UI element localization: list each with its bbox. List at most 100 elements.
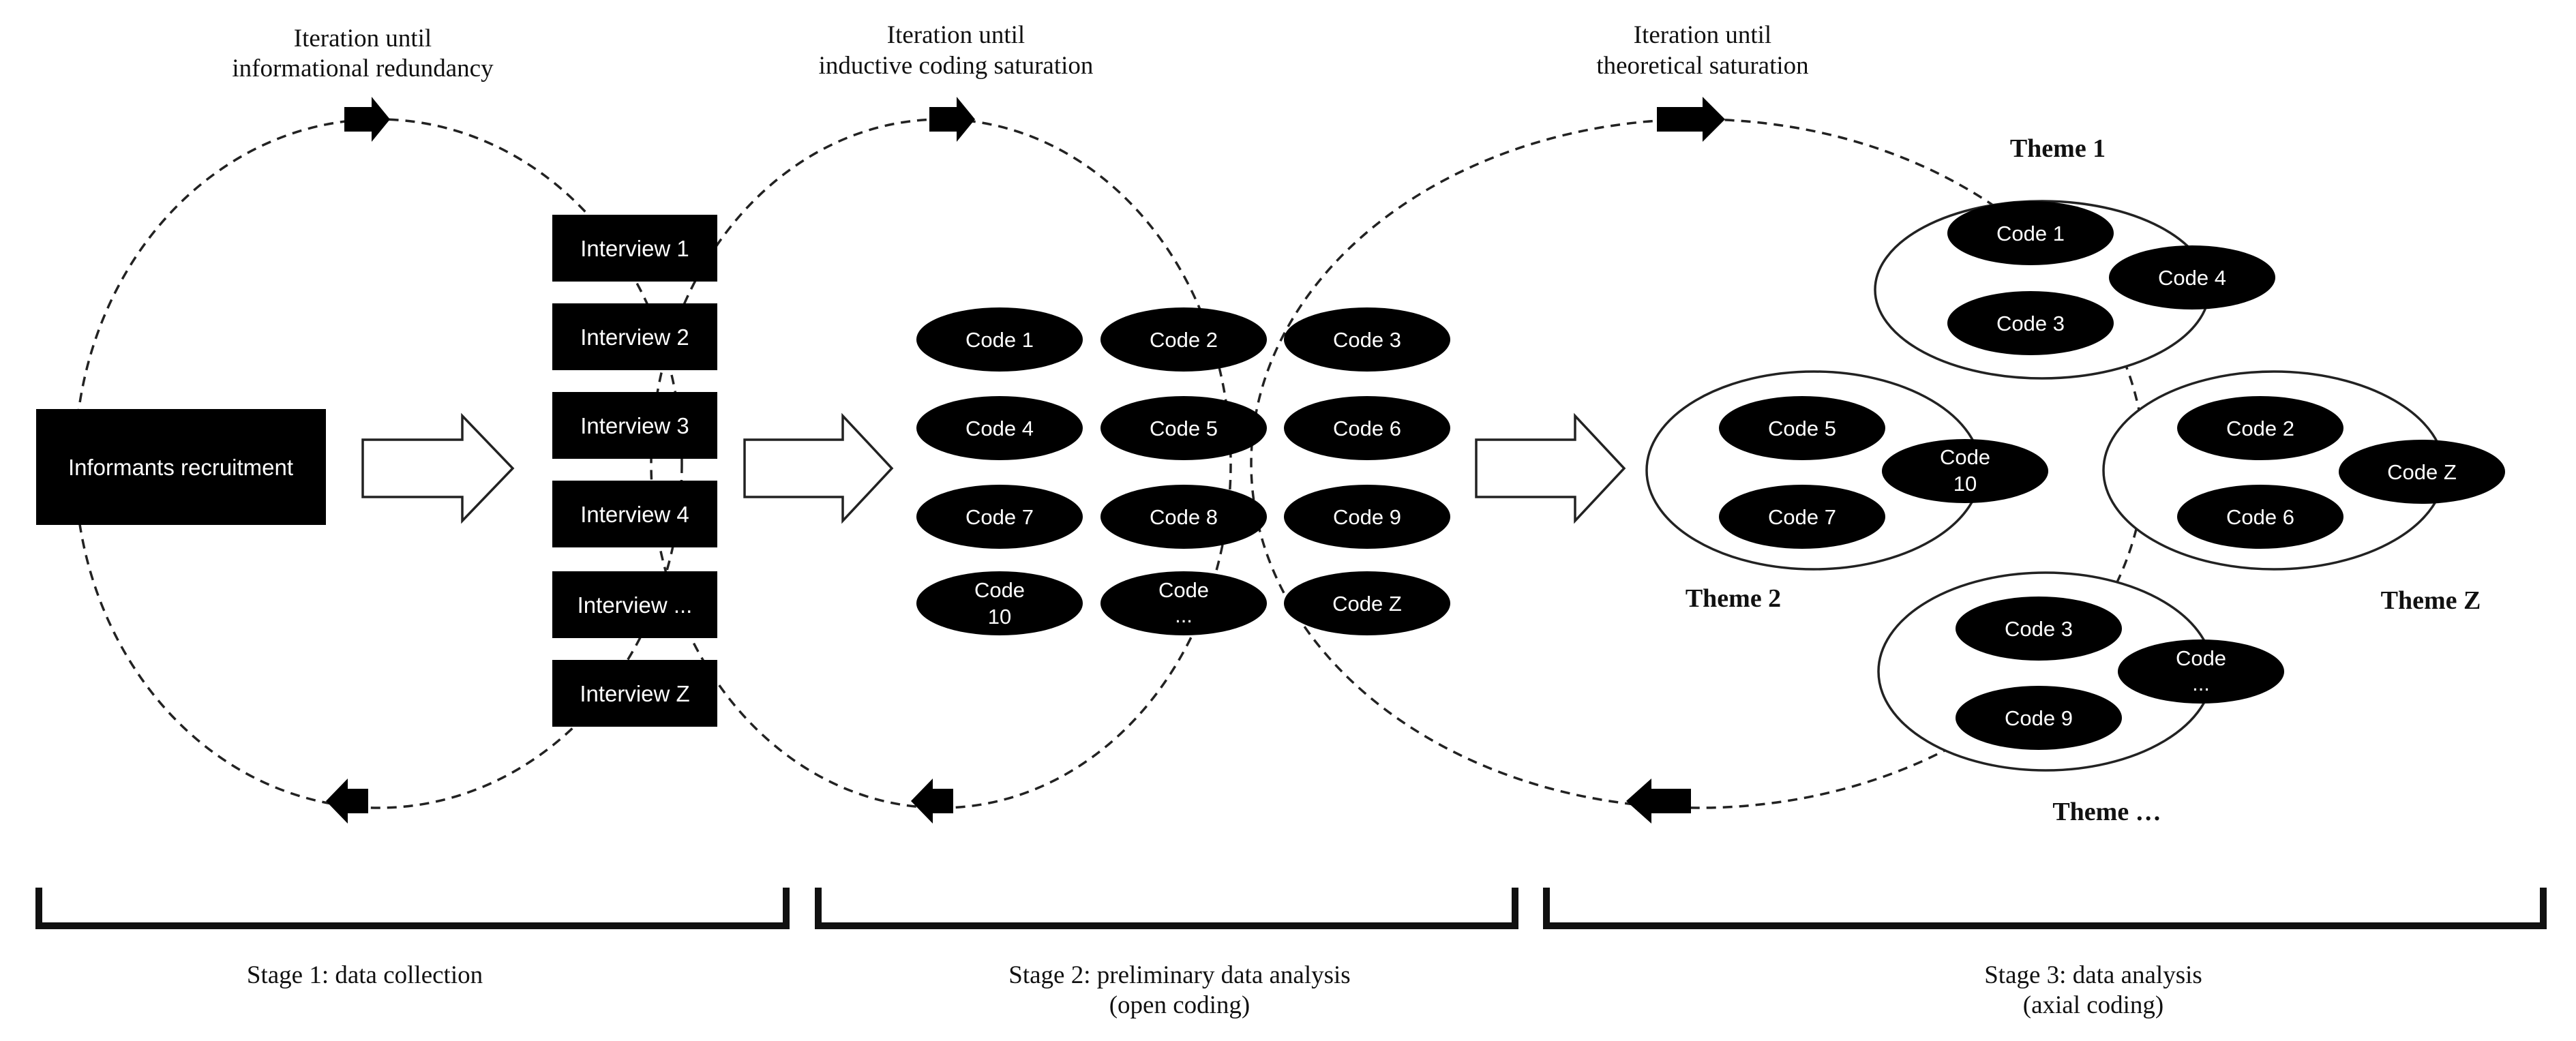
interview-box: Interview ... bbox=[552, 571, 717, 638]
code-oval: Code 6 bbox=[2177, 485, 2343, 549]
iteration-label-3-line2: theoretical saturation bbox=[1596, 52, 1808, 80]
code-oval: Code 1 bbox=[916, 307, 1083, 372]
code-label: Code Z bbox=[2387, 460, 2457, 484]
theme-2-label: Theme 2 bbox=[1686, 584, 1781, 613]
code-oval: Code 7 bbox=[1719, 485, 1885, 549]
stage-3-bracket bbox=[1543, 888, 2547, 929]
code-oval: Code Z bbox=[1284, 571, 1450, 635]
code-label: Code 8 bbox=[1150, 505, 1218, 529]
code-oval: Code 4 bbox=[916, 396, 1083, 460]
code-label-line2: ... bbox=[1175, 603, 1193, 627]
code-label: Code 4 bbox=[2158, 266, 2226, 290]
interview-box: Interview 2 bbox=[552, 303, 717, 370]
code-oval: Code 3 bbox=[1956, 597, 2122, 661]
code-label: Code bbox=[974, 578, 1025, 602]
flow-arrow-2-icon bbox=[743, 412, 894, 524]
code-oval: Code 10 bbox=[1882, 439, 2048, 503]
interview-list: Interview 1 Interview 2 Interview 3 Inte… bbox=[552, 215, 717, 727]
stage-1-bracket bbox=[35, 888, 790, 929]
stage-2-bracket bbox=[815, 888, 1518, 929]
stage-2-label-line2: (open coding) bbox=[1109, 991, 1250, 1019]
code-label: Code 2 bbox=[1150, 328, 1218, 352]
theme-1-label: Theme 1 bbox=[2010, 134, 2106, 163]
iteration-label-3-line1: Iteration until bbox=[1634, 21, 1771, 49]
interview-box: Interview 3 bbox=[552, 392, 717, 459]
informants-recruitment-label: Informants recruitment bbox=[68, 455, 293, 480]
code-label: Code 9 bbox=[1333, 505, 1401, 529]
code-oval: Code 5 bbox=[1100, 396, 1267, 460]
loop-2-back-arrow-icon bbox=[911, 779, 953, 824]
code-oval: Code 8 bbox=[1100, 485, 1267, 549]
loop-3-forward-arrow-icon bbox=[1657, 97, 1725, 142]
code-label: Code 3 bbox=[2005, 617, 2073, 641]
theme-z-label: Theme Z bbox=[2381, 586, 2481, 615]
loop-1-back-arrow-icon bbox=[326, 779, 368, 824]
interview-label: Interview 2 bbox=[580, 325, 689, 350]
code-label: Code 5 bbox=[1150, 417, 1218, 440]
code-label: Code 7 bbox=[965, 505, 1034, 529]
code-label: Code 4 bbox=[965, 417, 1034, 440]
stage-3-label-line2: (axial coding) bbox=[2023, 991, 2164, 1019]
iteration-label-1-line1: Iteration until bbox=[294, 25, 432, 52]
theme-2-group: Theme 2 Code 5 Code 10 Code 7 bbox=[1645, 370, 2048, 613]
code-label: Code 1 bbox=[1996, 222, 2065, 245]
flow-arrow-3-icon bbox=[1475, 412, 1626, 524]
interview-box: Interview Z bbox=[552, 660, 717, 727]
code-oval: Code ... bbox=[1100, 571, 1267, 635]
code-label: Code Z bbox=[1332, 592, 1402, 616]
iteration-label-2: Iteration until inductive coding saturat… bbox=[819, 21, 1094, 80]
open-code-grid: Code 1 Code 2 Code 3 Code 4 Code 5 Code … bbox=[916, 307, 1450, 635]
theme-z-group: Theme Z Code 2 Code Z Code 6 bbox=[2102, 370, 2505, 615]
code-oval: Code 5 bbox=[1719, 396, 1885, 460]
code-label-line2: 10 bbox=[988, 605, 1011, 629]
code-label: Code bbox=[2176, 646, 2226, 670]
iteration-loop-2 bbox=[650, 118, 1232, 809]
code-label: Code bbox=[1940, 445, 1990, 469]
code-oval: Code ... bbox=[2118, 639, 2284, 704]
code-label: Code 3 bbox=[1333, 328, 1401, 352]
stage-2-label: Stage 2: preliminary data analysis (open… bbox=[1008, 961, 1350, 1019]
code-oval: Code 10 bbox=[916, 571, 1083, 635]
code-label: Code 7 bbox=[1768, 505, 1836, 529]
code-label: Code bbox=[1158, 578, 1209, 602]
interview-label: Interview ... bbox=[578, 592, 693, 618]
code-oval: Code 4 bbox=[2109, 245, 2275, 310]
interview-label: Interview 1 bbox=[580, 236, 689, 261]
code-oval: Code 1 bbox=[1947, 201, 2114, 265]
code-oval: Code 2 bbox=[1100, 307, 1267, 372]
code-oval: Code 9 bbox=[1956, 686, 2122, 750]
loop-3-back-arrow-icon bbox=[1626, 779, 1691, 824]
code-label: Code 5 bbox=[1768, 417, 1836, 440]
code-oval: Code Z bbox=[2339, 440, 2505, 504]
loop-1-forward-arrow-icon bbox=[344, 97, 390, 142]
informants-recruitment-box: Informants recruitment bbox=[36, 409, 326, 525]
stage-2-label-line1: Stage 2: preliminary data analysis bbox=[1008, 961, 1350, 989]
theme-more-group: Theme … Code 3 Code ... Code 9 bbox=[1877, 571, 2284, 826]
code-label: Code 6 bbox=[2226, 505, 2294, 529]
iteration-label-2-line1: Iteration until bbox=[887, 21, 1025, 49]
iteration-label-3: Iteration until theoretical saturation bbox=[1596, 21, 1808, 80]
code-label-line2: 10 bbox=[1953, 472, 1977, 496]
code-label: Code 3 bbox=[1996, 312, 2065, 335]
interview-label: Interview Z bbox=[580, 681, 689, 706]
code-label-line2: ... bbox=[2192, 672, 2210, 695]
code-label: Code 6 bbox=[1333, 417, 1401, 440]
theme-1-group: Theme 1 Code 1 Code 4 Code 3 bbox=[1874, 134, 2275, 380]
code-oval: Code 2 bbox=[2177, 396, 2343, 460]
code-oval: Code 3 bbox=[1947, 291, 2114, 355]
interview-box: Interview 4 bbox=[552, 481, 717, 547]
stage-3-label-line1: Stage 3: data analysis bbox=[1984, 961, 2202, 989]
stage-3-label: Stage 3: data analysis (axial coding) bbox=[1984, 961, 2202, 1019]
stage-1-label: Stage 1: data collection bbox=[247, 961, 483, 989]
iteration-label-2-line2: inductive coding saturation bbox=[819, 52, 1094, 80]
iteration-label-1: Iteration until informational redundancy bbox=[232, 25, 494, 82]
iteration-label-1-line2: informational redundancy bbox=[232, 55, 494, 82]
theme-more-label: Theme … bbox=[2052, 798, 2161, 826]
code-oval: Code 6 bbox=[1284, 396, 1450, 460]
interview-label: Interview 4 bbox=[580, 502, 689, 527]
code-oval: Code 7 bbox=[916, 485, 1083, 549]
loop-2-forward-arrow-icon bbox=[929, 97, 975, 142]
code-label: Code 1 bbox=[965, 328, 1034, 352]
code-oval: Code 9 bbox=[1284, 485, 1450, 549]
